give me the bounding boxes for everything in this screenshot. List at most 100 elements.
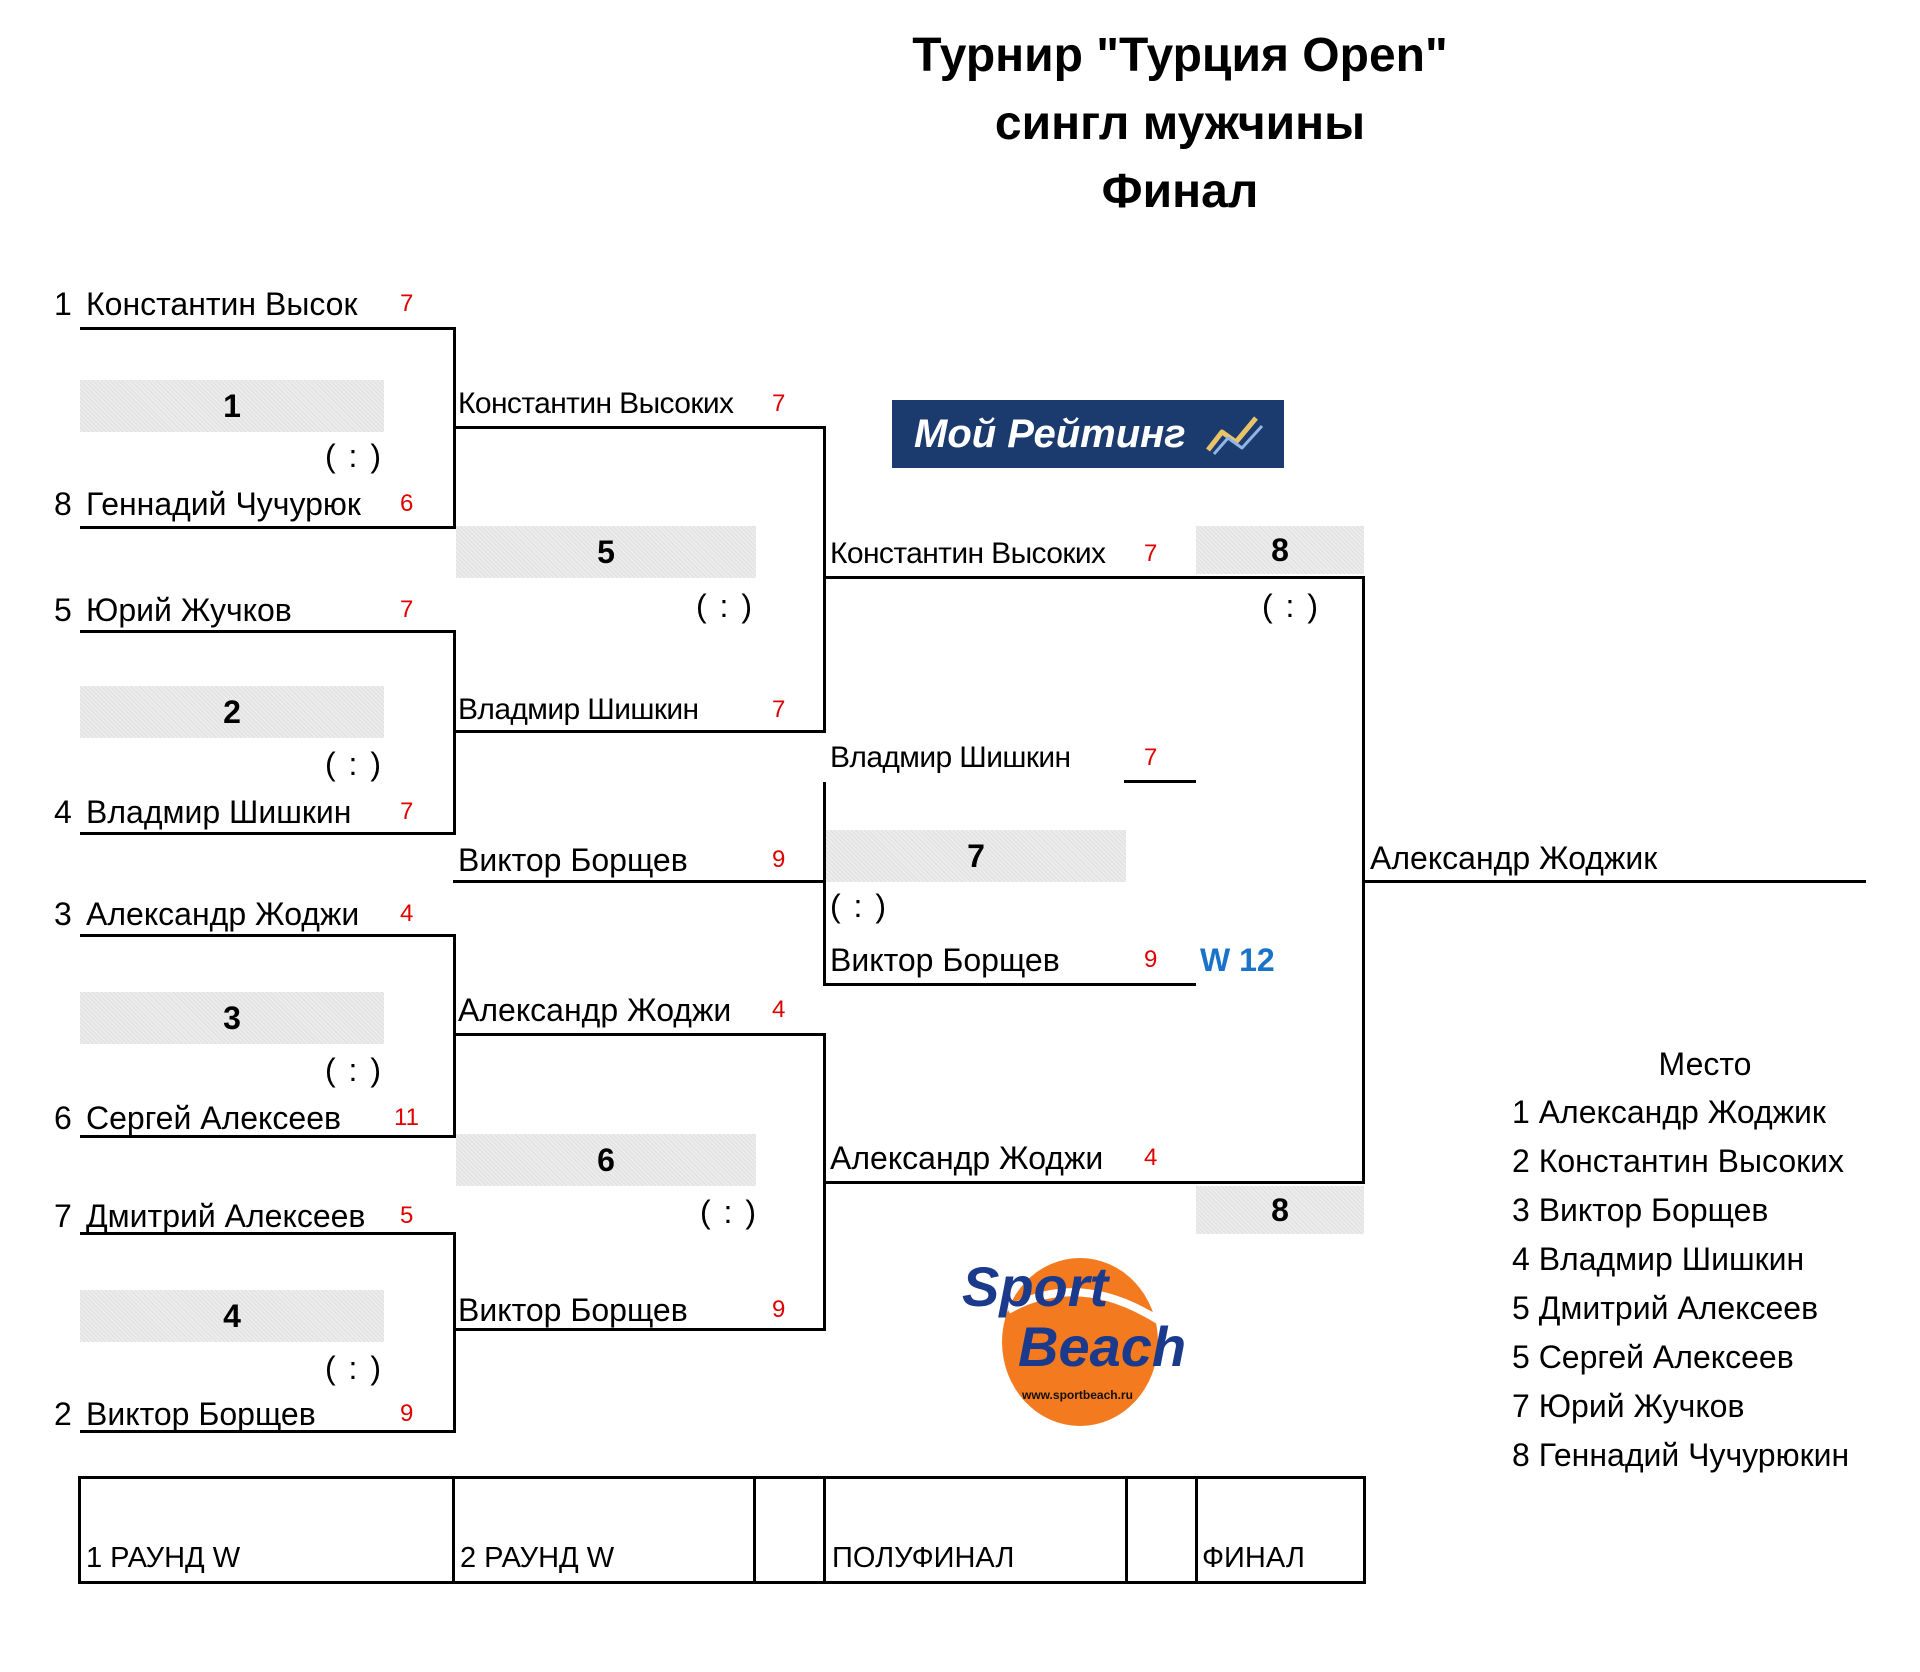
- player-name: Виктор Борщев: [458, 1292, 688, 1328]
- player-name: Александр Жоджи: [86, 896, 360, 932]
- column-divider: [753, 1476, 756, 1584]
- bracket-line: [823, 426, 826, 733]
- player-name: Виктор Борщев: [830, 942, 1060, 978]
- bracket-line: [453, 426, 826, 429]
- seed-number: 3: [54, 896, 72, 932]
- chart-trend-icon: [1206, 416, 1264, 455]
- bracket-line: [453, 934, 456, 1138]
- player-score: 6: [400, 490, 414, 517]
- seed-number: 5: [54, 592, 72, 628]
- player-score: 9: [772, 1296, 786, 1323]
- bracket-line: [453, 880, 826, 883]
- places-list: 1 Александр Жоджик 2 Константин Высоких …: [1512, 1092, 1868, 1475]
- moi-reiting-logo: Мой Рейтинг: [892, 400, 1284, 468]
- player-score: 5: [400, 1202, 414, 1229]
- final-number-box: 8: [1196, 1186, 1364, 1234]
- seed-number: 1: [54, 286, 72, 322]
- player-name: Александр Жоджи: [830, 1140, 1104, 1176]
- moi-reiting-logo-text: Мой Рейтинг: [914, 412, 1186, 456]
- player-score: 7: [400, 290, 414, 317]
- match-number-box: 7: [826, 830, 1126, 882]
- player-name: Дмитрий Алексеев: [86, 1198, 366, 1234]
- bracket-line: [80, 526, 456, 529]
- column-divider: [823, 1476, 826, 1584]
- final-label: ФИНАЛ: [1202, 1542, 1305, 1574]
- bracket-line: [823, 782, 826, 986]
- bracket-line: [453, 1232, 456, 1433]
- bracket-line: [80, 934, 456, 937]
- place-row: 7 Юрий Жучков: [1512, 1388, 1745, 1424]
- place-row: 2 Константин Высоких: [1512, 1143, 1845, 1179]
- match-number-box: 2: [80, 686, 384, 738]
- place-row: 8 Геннадий Чучурюкин: [1512, 1437, 1850, 1473]
- player-score: 11: [394, 1104, 419, 1131]
- match-score-placeholder: ( : ): [325, 746, 383, 782]
- bracket-line: [80, 1430, 456, 1433]
- sportbeach-logo-sport: Sport: [962, 1255, 1109, 1318]
- place-row: 5 Дмитрий Алексеев: [1512, 1290, 1819, 1326]
- match-score-placeholder: ( : ): [325, 1350, 383, 1386]
- place-row: 4 Владмир Шишкин: [1512, 1241, 1805, 1277]
- match-number-box: 1: [80, 380, 384, 432]
- round1-label: 1 РАУНД W: [86, 1542, 241, 1574]
- bracket-line: [823, 1181, 1365, 1184]
- column-divider: [1125, 1476, 1128, 1584]
- place-row: 1 Александр Жоджик: [1512, 1094, 1826, 1130]
- semifinal-label: ПОЛУФИНАЛ: [832, 1542, 1015, 1574]
- winner-reference: W 12: [1200, 942, 1275, 978]
- player-name: Константин Высоких: [830, 537, 1106, 570]
- places-header: Место: [1658, 1046, 1752, 1082]
- player-name: Александр Жоджи: [458, 992, 732, 1028]
- bracket-line: [1124, 780, 1196, 783]
- player-score: 7: [772, 696, 786, 723]
- player-score: 9: [772, 846, 786, 873]
- bracket-line: [453, 1033, 826, 1036]
- bracket-line: [453, 730, 826, 733]
- player-score: 4: [772, 996, 786, 1023]
- bracket-line: [80, 832, 456, 835]
- player-score: 7: [400, 596, 414, 623]
- match-score-placeholder: ( : ): [325, 1052, 383, 1088]
- final-number-box: 8: [1196, 526, 1364, 574]
- column-divider: [1195, 1476, 1198, 1584]
- bracket-line: [80, 327, 456, 330]
- bracket-line: [80, 630, 456, 633]
- match-number-box: 4: [80, 1290, 384, 1342]
- bracket-line: [1362, 880, 1866, 883]
- player-name: Константин Высок: [86, 286, 358, 322]
- match-number-box: 5: [456, 526, 756, 578]
- round2-label: 2 РАУНД W: [460, 1542, 615, 1574]
- match-number-box: 3: [80, 992, 384, 1044]
- player-score: 9: [400, 1400, 414, 1427]
- player-score: 7: [1144, 744, 1158, 771]
- player-name: Виктор Борщев: [458, 842, 688, 878]
- bracket-line: [453, 1328, 826, 1331]
- bracket-line: [80, 1232, 456, 1235]
- tournament-title: Турнир "Турция Open": [912, 29, 1448, 82]
- match-score-placeholder: ( : ): [830, 888, 888, 924]
- player-name: Владмир Шишкин: [86, 794, 352, 830]
- player-score: 7: [1144, 540, 1158, 567]
- round-labels-table: [78, 1476, 1366, 1584]
- match-score-placeholder: ( : ): [696, 588, 754, 624]
- match-score-placeholder: ( : ): [700, 1194, 758, 1230]
- player-score: 7: [400, 798, 414, 825]
- bracket-line: [80, 1135, 456, 1138]
- tournament-stage: Финал: [1101, 165, 1259, 218]
- match-score-placeholder: ( : ): [325, 438, 383, 474]
- seed-number: 6: [54, 1100, 72, 1136]
- player-score: 9: [1144, 946, 1158, 973]
- ball-icon: [1002, 1258, 1161, 1426]
- sportbeach-logo-beach: Beach: [1018, 1315, 1187, 1378]
- player-name: Сергей Алексеев: [86, 1100, 341, 1136]
- column-divider: [452, 1476, 455, 1584]
- seed-number: 2: [54, 1396, 72, 1432]
- player-name: Геннадий Чучурюк: [86, 486, 361, 522]
- player-name: Константин Высоких: [458, 387, 734, 420]
- seed-number: 7: [54, 1198, 72, 1234]
- tournament-winner: Александр Жоджик: [1370, 840, 1658, 876]
- seed-number: 4: [54, 794, 72, 830]
- player-name: Владмир Шишкин: [830, 741, 1071, 774]
- sportbeach-logo: Sport Beach www.sportbeach.ru: [958, 1250, 1186, 1432]
- player-score: 7: [772, 390, 786, 417]
